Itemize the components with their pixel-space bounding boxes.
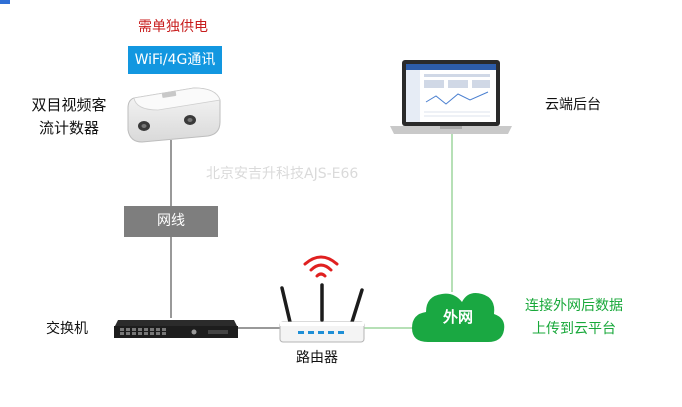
internet-label: 外网	[442, 308, 473, 326]
corner-accent	[0, 0, 10, 4]
network-switch-icon	[114, 320, 238, 338]
watermark: 北京安吉升科技AJS-E66	[206, 166, 359, 182]
power-note: 需单独供电	[138, 19, 208, 35]
wifi-signal-icon	[303, 255, 339, 278]
laptop-dashboard-icon	[390, 60, 512, 134]
internet-cloud-icon	[412, 293, 505, 342]
counter-label-line2: 流计数器	[38, 119, 99, 137]
router-label: 路由器	[296, 350, 338, 366]
counter-label: 双目视频客 流计数器	[18, 94, 120, 140]
upload-note: 连接外网后数据 上传到云平台	[508, 295, 640, 341]
switch-label: 交换机	[46, 321, 88, 337]
cloud-backend-label: 云端后台	[545, 97, 601, 113]
network-cable-badge: 网线	[124, 206, 218, 237]
router-icon	[279, 283, 365, 343]
people-counter-camera-icon	[127, 87, 221, 143]
counter-label-line1: 双目视频客	[31, 96, 107, 114]
wifi-4g-badge: WiFi/4G通讯	[128, 46, 222, 74]
upload-note-line1: 连接外网后数据	[525, 298, 623, 314]
upload-note-line2: 上传到云平台	[532, 321, 616, 337]
